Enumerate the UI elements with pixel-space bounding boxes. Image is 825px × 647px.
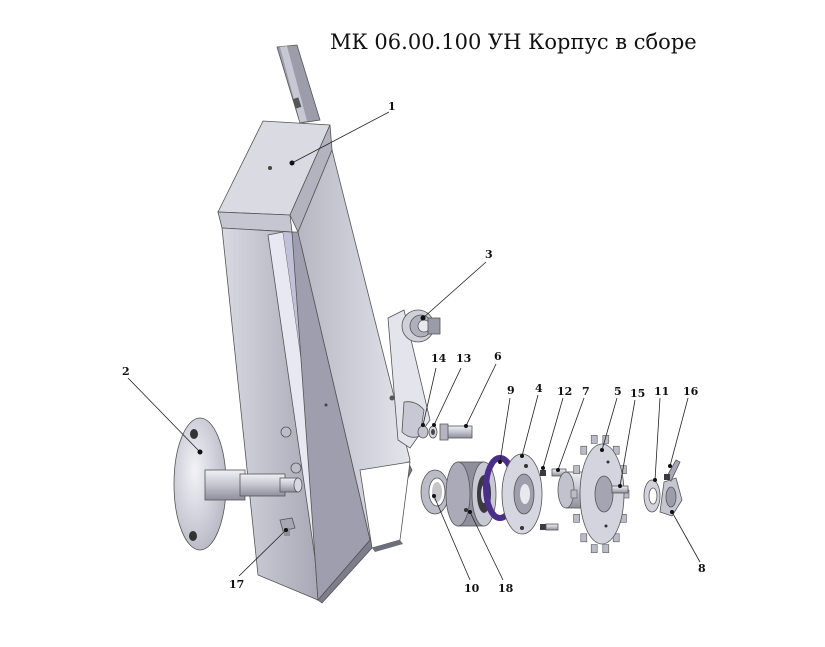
housing-part-1	[217, 44, 413, 604]
callout-16: 16	[683, 385, 699, 398]
callout-4: 4	[535, 382, 543, 395]
callout-3: 3	[485, 248, 493, 261]
callout-7: 7	[582, 385, 590, 398]
sprocket-tooth	[590, 435, 598, 444]
sprocket-part-5	[557, 435, 630, 553]
callout-17: 17	[229, 578, 244, 591]
callout-11: 11	[654, 385, 669, 398]
callout-13: 13	[456, 352, 471, 365]
callout-12: 12	[557, 385, 572, 398]
callout-10: 10	[464, 582, 480, 595]
flange-shaft-part-2	[173, 417, 303, 551]
callout-5: 5	[614, 385, 622, 398]
sprocket-tooth	[580, 533, 588, 543]
sprocket-tooth	[573, 513, 580, 523]
callout-2: 2	[122, 365, 130, 378]
drawing-title: МК 06.00.100 УН Корпус в сборе	[330, 30, 697, 54]
nut-parts-16-8	[659, 459, 683, 517]
washer-part-11	[643, 479, 661, 513]
callout-14: 14	[431, 352, 447, 365]
sprocket-tooth	[580, 445, 588, 455]
callout-6: 6	[494, 350, 502, 363]
callout-8: 8	[698, 562, 706, 575]
fasteners-14-13-6	[417, 423, 473, 441]
bolt-part-17	[279, 517, 296, 536]
callout-1: 1	[388, 100, 396, 113]
leader-lines	[127, 111, 701, 581]
tensioner-bracket-part-3	[387, 309, 441, 449]
seal-part-10	[420, 469, 450, 515]
callout-9: 9	[507, 384, 515, 397]
sprocket-tooth	[602, 544, 610, 553]
cover-plate-part-4	[501, 453, 543, 535]
sprocket-tooth	[570, 489, 578, 499]
callout-15: 15	[630, 387, 645, 400]
sprocket-tooth	[573, 465, 580, 475]
callout-18: 18	[498, 582, 514, 595]
callout-labels: 1 2 3 4 5 6 7 8 9 10 11 12 13 14 15 16 1…	[122, 100, 706, 595]
sprocket-tooth	[590, 544, 598, 553]
